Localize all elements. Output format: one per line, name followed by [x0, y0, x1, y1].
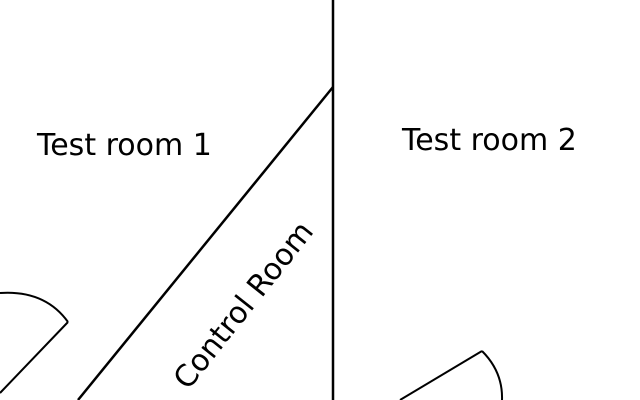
test-room-1-label: Test room 1 [36, 128, 212, 163]
door-swing-arc-right [481, 350, 504, 400]
door-leaf-right [399, 350, 483, 400]
door-swing-arc-left [0, 291, 69, 323]
test-room-2-label: Test room 2 [401, 123, 577, 158]
control-room-label: Control Room [167, 215, 321, 396]
door-leaf-left [0, 321, 69, 394]
control-room-diagonal-wall [77, 86, 334, 400]
